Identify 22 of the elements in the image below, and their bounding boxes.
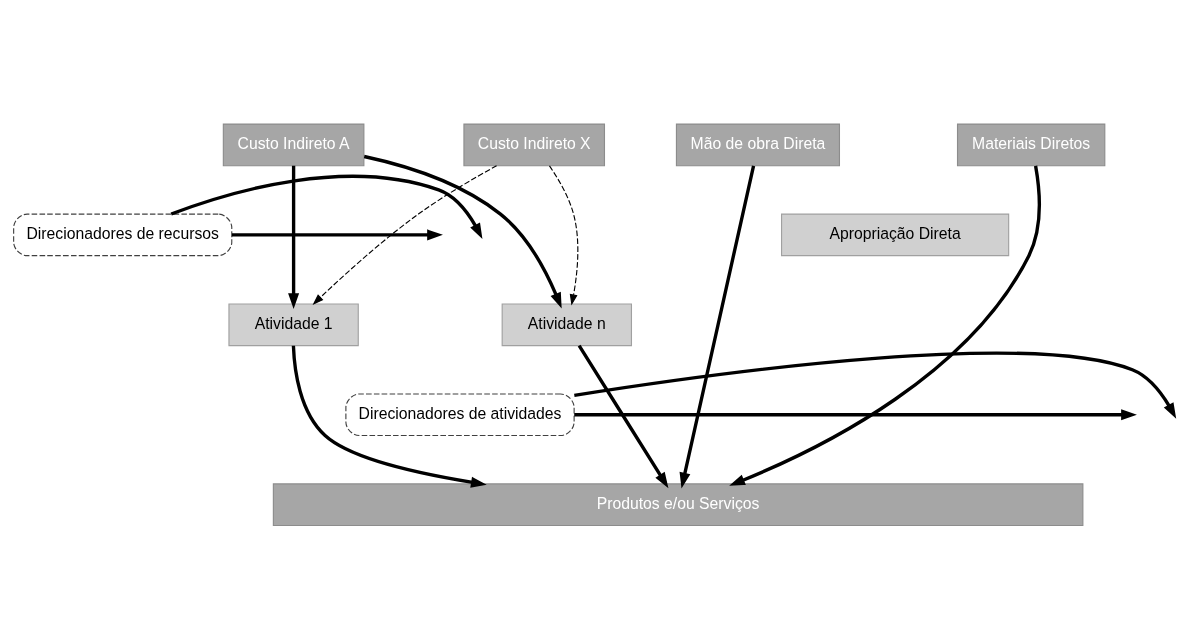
- arrow: [288, 165, 300, 309]
- arrow: [363, 154, 562, 308]
- arrow: [231, 228, 443, 240]
- node-box: Mão de obra Direta: [675, 123, 840, 166]
- arrow: [574, 408, 1137, 420]
- node-box: Atividade 1: [228, 302, 359, 346]
- node-box: Atividade n: [501, 302, 632, 346]
- node-box: Custo Indireto A: [222, 123, 365, 166]
- node-box: Custo Indireto X: [463, 123, 606, 166]
- arrow: [679, 164, 756, 488]
- arrow: [729, 165, 1041, 486]
- arrow: [548, 164, 579, 306]
- node-box: Materiais Diretos: [956, 123, 1106, 166]
- arrow: [577, 344, 669, 488]
- node-box: Direcionadores de atividades: [345, 392, 575, 436]
- node-box: Direcionadores de recursos: [13, 213, 233, 256]
- arrow: [291, 345, 487, 488]
- arrow: [170, 174, 483, 239]
- arrow: [574, 351, 1177, 419]
- node-box: Produtos e/ou Serviços: [272, 482, 1084, 526]
- arrow: [312, 164, 498, 305]
- node-box: Apropriação Direta: [781, 213, 1010, 256]
